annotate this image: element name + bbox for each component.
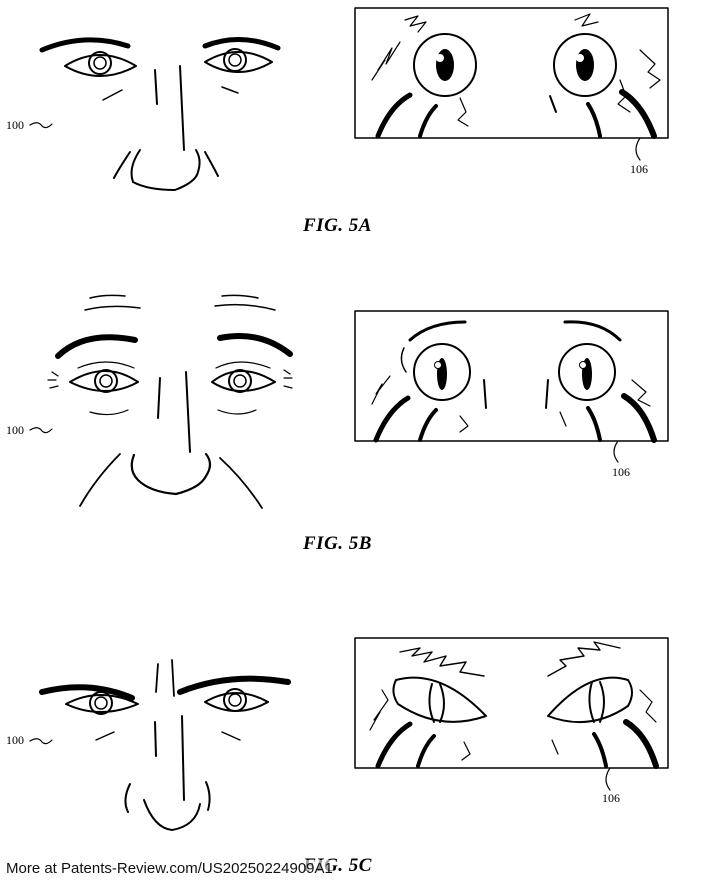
footer-link-text[interactable]: More at Patents-Review.com/US20250224909… bbox=[6, 860, 333, 877]
owl-eyes-panel-5a bbox=[354, 7, 669, 139]
panel-leader-5a bbox=[635, 137, 641, 161]
face-drawing-5a bbox=[39, 36, 281, 191]
face-leader-5b bbox=[29, 427, 53, 434]
figure-label-5b: FIG. 5B bbox=[303, 533, 372, 554]
face-ref-5c: 100 bbox=[6, 733, 24, 747]
panel-ref-5a: 106 bbox=[630, 162, 648, 176]
face-ref-5b: 100 bbox=[6, 423, 24, 437]
panel-leader-5c bbox=[605, 767, 611, 791]
panel-ref-5c: 106 bbox=[602, 791, 620, 805]
figure-label-5a: FIG. 5A bbox=[303, 215, 372, 236]
face-leader-5a bbox=[29, 122, 53, 129]
panel-ref-5b: 106 bbox=[612, 465, 630, 479]
owl-eyes-panel-5b bbox=[354, 310, 669, 443]
owl-eyes-panel-5c bbox=[354, 637, 669, 769]
face-drawing-5b bbox=[47, 294, 293, 509]
face-drawing-5c bbox=[39, 659, 291, 831]
face-ref-5a: 100 bbox=[6, 118, 24, 132]
panel-leader-5b bbox=[613, 440, 619, 463]
face-leader-5c bbox=[29, 738, 53, 745]
